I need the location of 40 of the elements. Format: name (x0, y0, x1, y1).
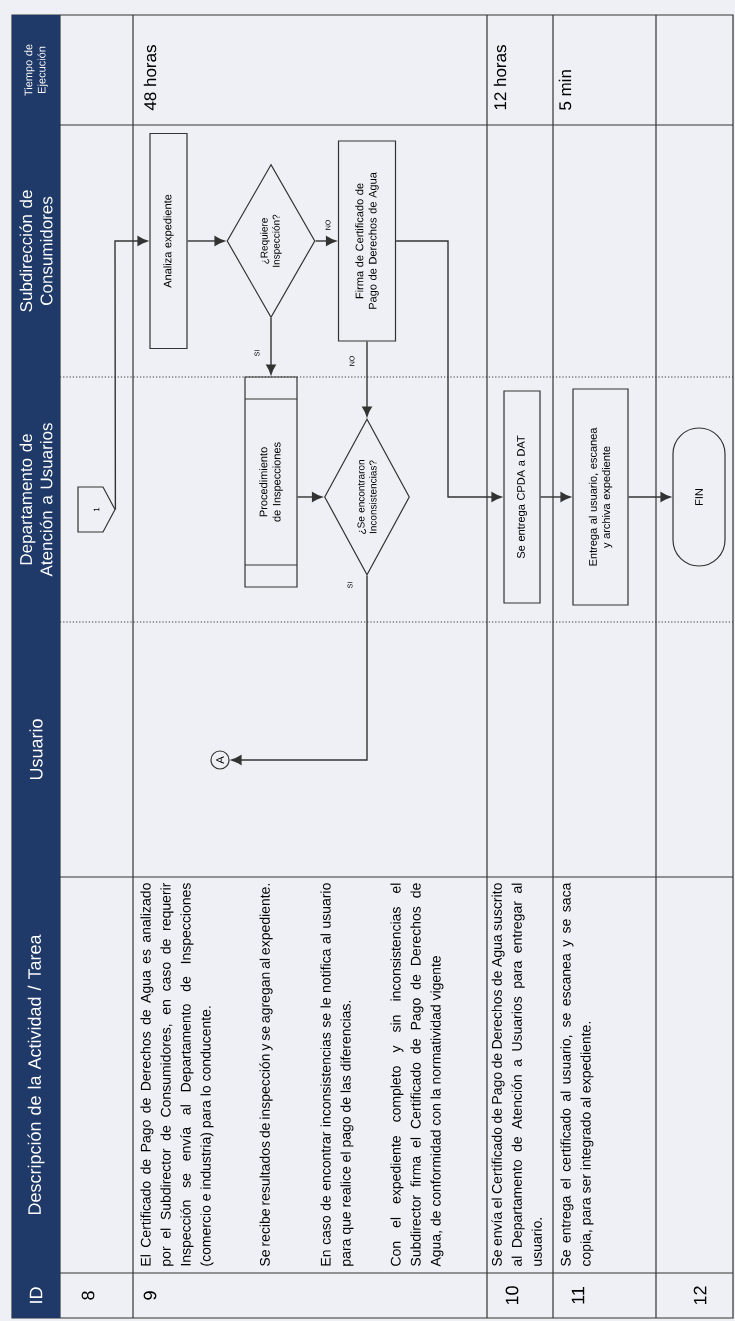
process-box: Firma de Certificado de Pago de Derechos de Agua (337, 140, 397, 342)
description-text: Se entrega el certificado al usuario, se escanea y se saca copia, para ser integrado al expediente. (560, 882, 594, 1266)
arrow (296, 492, 323, 502)
column-header: Departamento de Atención a Usuarios (12, 377, 60, 622)
column-header: Usuario (12, 622, 60, 877)
process-box: Entrega al usuario, escanea y archiva expediente (572, 388, 629, 606)
process-box: Analiza expediente (149, 132, 188, 350)
arrow (231, 574, 368, 765)
row-number: 10 (505, 1286, 519, 1305)
arrow (539, 492, 571, 502)
arrow (266, 317, 276, 375)
arrow (186, 236, 225, 246)
description-text: En caso de encontrar inconsistencias se le notifica al usuario para que realice el pago de las diferencias. (320, 883, 354, 1266)
duration-text: 5 min (558, 70, 572, 110)
description-text: Con el expediente completo y sin inconsistencias el Subdirector firma el Certificado de Pago de Derechos de Agua, de conformidad con la normatividad vigente (390, 883, 444, 1267)
row-number: 12 (693, 1286, 707, 1305)
duration-text: 12 horas (493, 45, 507, 110)
node-label: Descripción de la Actividad / Tarea (27, 934, 45, 1215)
column-header: Tiempo de Ejecución (12, 15, 60, 125)
node-label: Usuario (29, 719, 43, 780)
row-number: 9 (143, 1291, 157, 1300)
description-text: Se recibe resultados de inspección y se agregan al expediente. (259, 883, 273, 1266)
predefined-process-box: Procedimiento de Inspecciones (244, 376, 298, 588)
arrow (114, 236, 148, 511)
process-box: Se entrega CPDA a DAT (503, 390, 541, 604)
duration-text: 48 horas (143, 45, 157, 111)
description-text: Se envía el Certificado de Pago de Derechos de Agua suscrito al Departamento de Atención a Usuarios para entregar al usuario. (491, 883, 542, 1266)
arrow (395, 240, 502, 502)
off-page-connector: 1 (77, 486, 116, 533)
arrow (314, 236, 337, 246)
row-number: 8 (81, 1291, 95, 1300)
node-label: Subdirección de Consumidores (19, 190, 53, 312)
node-label: Tiempo de Ejecución (24, 44, 48, 96)
node-label: Departamento de Atención a Usuarios (19, 423, 53, 577)
row-number: 11 (571, 1287, 585, 1304)
column-header: ID (12, 1273, 60, 1318)
node-label: ID (29, 1287, 43, 1303)
arrow (362, 340, 372, 417)
arrow (627, 492, 671, 502)
description-text: El Certificado de Pago de Derechos de Agua es analizado por el Subdirector de Consumidores, en caso de requerir Inspección se envía al Departamento de Inspecciones (comercio e industria) para lo conducente. (140, 882, 214, 1266)
